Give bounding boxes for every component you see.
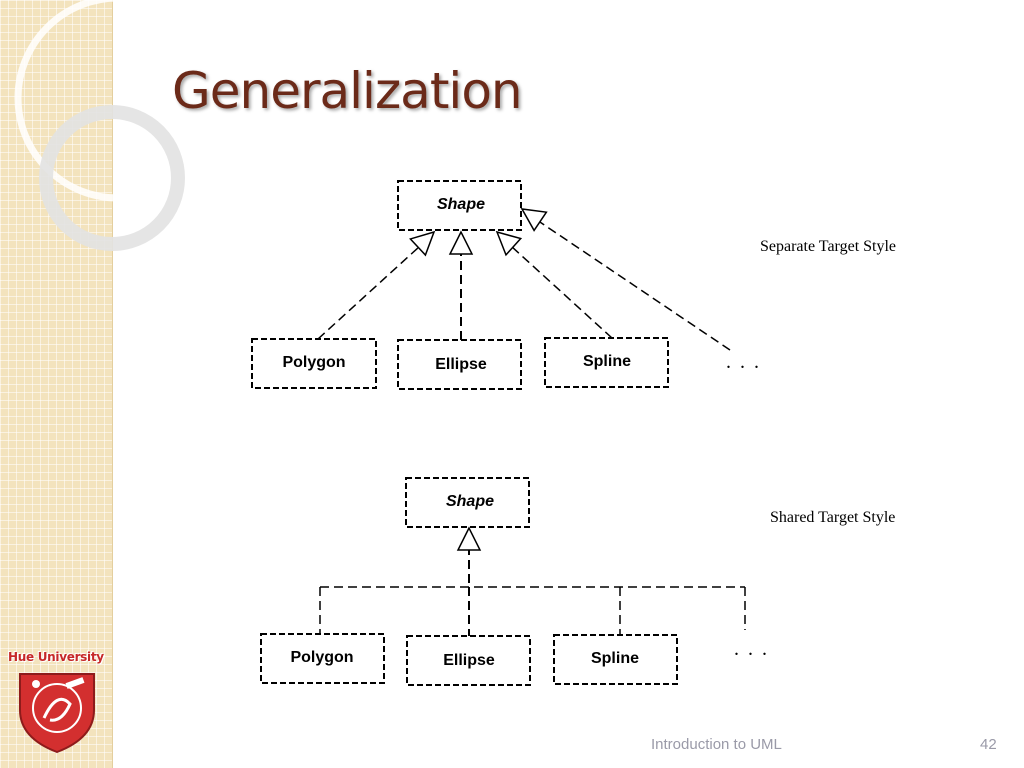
separate-child-ellipse: Ellipse	[397, 339, 522, 390]
separate-child-polygon: Polygon	[251, 338, 377, 389]
university-logo-icon	[19, 673, 95, 754]
arrowhead-icon	[457, 527, 481, 551]
separate-more-ellipsis: . . .	[726, 351, 761, 373]
child-label: Ellipse	[435, 356, 487, 373]
shared-target-style: Shape Polygon Ellipse Spline . . . Share…	[260, 477, 895, 686]
child-label: Spline	[583, 353, 631, 370]
more-generalization-line	[524, 211, 731, 351]
polygon-generalization-line	[317, 235, 432, 340]
slide-title: Generalization	[172, 62, 523, 120]
arrowhead-icon	[449, 231, 473, 255]
shared-child-spline: Spline	[553, 634, 678, 685]
university-name: Hue University	[8, 650, 104, 664]
footer-page-number: 42	[980, 736, 997, 753]
shared-more-ellipsis: . . .	[734, 638, 769, 660]
shared-child-ellipse: Ellipse	[406, 635, 531, 686]
separate-parent-label: Shape	[437, 196, 485, 213]
spline-generalization-line	[499, 235, 613, 339]
shared-style-caption: Shared Target Style	[770, 509, 895, 526]
separate-parent-box: Shape	[397, 180, 522, 231]
separate-style-caption: Separate Target Style	[760, 238, 896, 255]
child-label: Spline	[591, 650, 639, 667]
small-ring	[39, 105, 185, 251]
shared-parent-box: Shape	[405, 477, 530, 528]
decorative-rings	[14, 0, 200, 251]
child-label: Polygon	[282, 354, 345, 371]
shared-parent-label: Shape	[446, 493, 494, 510]
child-label: Ellipse	[443, 652, 495, 669]
footer-presentation-title: Introduction to UML	[651, 736, 782, 753]
separate-target-style: Shape Polygon Ellipse Spline . . . Separ…	[251, 180, 896, 390]
sidebar-decoration	[0, 0, 113, 768]
shared-child-polygon: Polygon	[260, 633, 385, 684]
large-ring	[14, 0, 200, 202]
separate-child-spline: Spline	[544, 337, 669, 388]
child-label: Polygon	[290, 649, 353, 666]
